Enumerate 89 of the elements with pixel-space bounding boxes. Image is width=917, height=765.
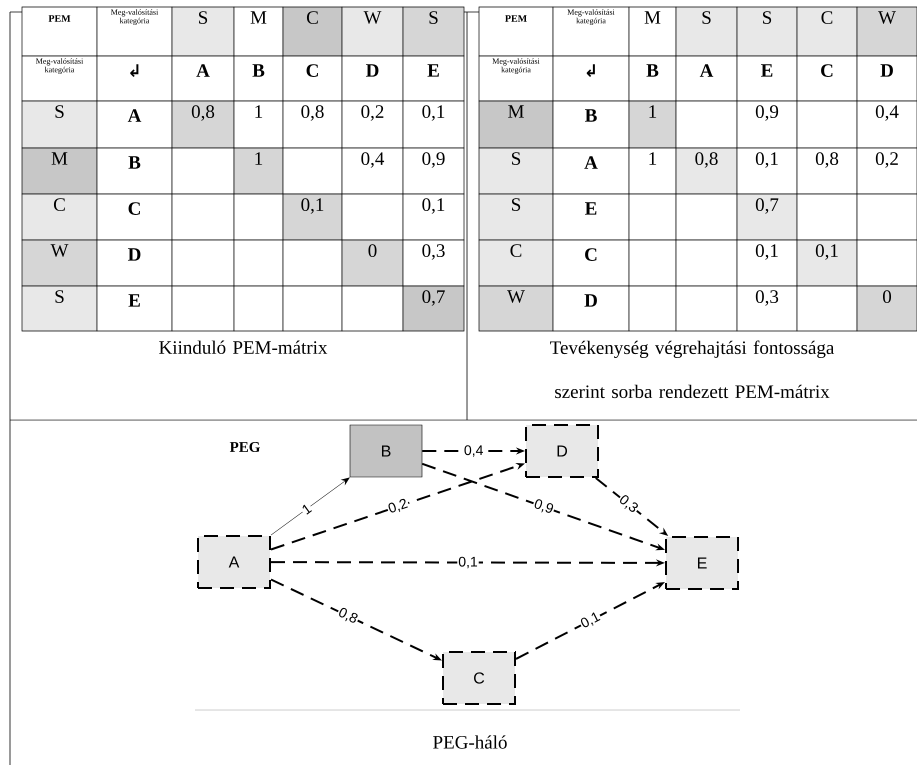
table-cell: A — [552, 148, 630, 194]
table-cell: 0,1 — [736, 148, 798, 194]
graph-title: PEG — [230, 442, 260, 452]
table-cell: E — [96, 286, 172, 332]
edge-label: 0,3 — [616, 492, 641, 516]
table-cell: ↲ — [96, 56, 172, 102]
table-cell: S — [22, 100, 98, 148]
table-cell: 0 — [342, 240, 404, 286]
table-cell: 0,4 — [856, 100, 917, 148]
activity-box: A — [197, 535, 271, 589]
table-cell: C — [282, 56, 342, 102]
table-cell: B — [552, 100, 630, 148]
table-cell: A — [172, 56, 234, 102]
table-cell: D — [552, 286, 630, 332]
edge-label: 1 — [299, 501, 314, 517]
table-cell: 0,1 — [796, 240, 858, 286]
table-cell: E — [552, 194, 630, 240]
edge-label: 0,8 — [335, 605, 361, 627]
table-cell: B — [234, 56, 284, 102]
table-cell: C — [22, 194, 98, 240]
table-cell: Meg-valósítási kategória — [96, 6, 172, 56]
table-cell: 0,9 — [736, 100, 798, 148]
table-cell: M — [234, 6, 284, 56]
table-cell: S — [676, 6, 738, 56]
table-cell: C — [282, 6, 342, 56]
table-cell: E — [402, 56, 464, 102]
table-cell: Meg-valósítási kategória — [478, 56, 554, 102]
arrow — [270, 477, 350, 536]
table-cell: 0,2 — [856, 148, 917, 194]
edge-label: 0,9 — [531, 496, 556, 517]
table-cell: S — [736, 6, 798, 56]
edge-label: 0,2 — [386, 496, 410, 516]
table-cell: 1 — [234, 100, 284, 148]
table-cell: M — [478, 100, 554, 148]
table-cell: S — [402, 6, 464, 56]
table-cell: 0,4 — [342, 148, 404, 194]
edge-label: 0,1 — [457, 556, 479, 570]
table-cell: 0,2 — [342, 100, 404, 148]
table-cell: PEM — [22, 6, 98, 56]
table-cell: M — [22, 148, 98, 194]
table-cell: 0,1 — [282, 194, 342, 240]
activity-box: C — [442, 651, 516, 705]
table-cell: D — [96, 240, 172, 286]
table-cell: S — [478, 194, 554, 240]
table-cell: S — [22, 286, 98, 332]
table-cell: W — [856, 6, 917, 56]
table-cell: 0,7 — [402, 286, 464, 332]
table-cell: C — [478, 240, 554, 286]
table-cell: C — [796, 56, 858, 102]
table-cell: 0,3 — [736, 286, 798, 332]
table-cell: W — [478, 286, 554, 332]
edge-label: 0,4 — [462, 444, 484, 458]
table-cell: 1 — [628, 100, 676, 148]
table-cell: 1 — [628, 148, 676, 194]
table-cell: 0,3 — [402, 240, 464, 286]
table-cell: D — [342, 56, 404, 102]
table-cell: 0,8 — [796, 148, 858, 194]
table-cell: E — [736, 56, 798, 102]
table-cell: 0,7 — [736, 194, 798, 240]
table-cell: S — [478, 148, 554, 194]
table-cell: W — [342, 6, 404, 56]
table-cell: 0,8 — [172, 100, 234, 148]
table-cell: B — [96, 148, 172, 194]
table-cell: A — [676, 56, 738, 102]
table-cell: A — [96, 100, 172, 148]
table-cell: M — [628, 6, 676, 56]
activity-box: D — [525, 424, 599, 478]
table-cell: 0,8 — [282, 100, 342, 148]
activity-box: B — [350, 424, 422, 478]
table-cell: PEM — [478, 6, 554, 56]
table-cell: Meg-valósítási kategória — [552, 6, 630, 56]
table-cell: 1 — [234, 148, 284, 194]
table-cell: W — [22, 240, 98, 286]
table-cell: Meg-valósítási kategória — [22, 56, 98, 102]
table-cell: 0 — [856, 286, 917, 332]
table-cell: 0,1 — [402, 194, 464, 240]
table-cell: B — [628, 56, 676, 102]
table-cell: ↲ — [552, 56, 630, 102]
table-cell: 0,1 — [736, 240, 798, 286]
table-cell: D — [856, 56, 917, 102]
table-cell: 0,9 — [402, 148, 464, 194]
edge-label: 0,1 — [578, 610, 604, 632]
activity-box: E — [665, 536, 740, 590]
table-cell: 0,1 — [402, 100, 464, 148]
table-cell: C — [552, 240, 630, 286]
table-cell: C — [796, 6, 858, 56]
table-cell: C — [96, 194, 172, 240]
table-cell: S — [172, 6, 234, 56]
table-cell: 0,8 — [676, 148, 738, 194]
